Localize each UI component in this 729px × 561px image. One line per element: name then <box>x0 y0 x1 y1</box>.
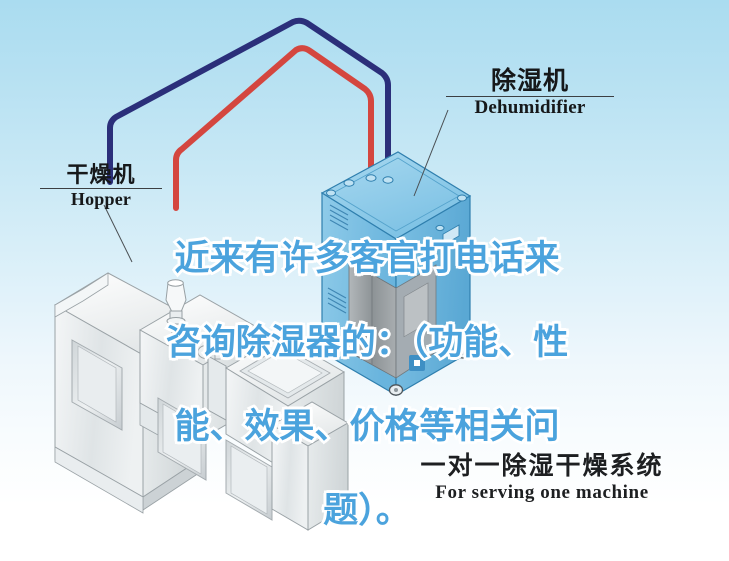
hopper-leader-line <box>103 204 133 263</box>
label-dehumidifier: 除湿机 Dehumidifier <box>446 68 614 119</box>
label-hopper-en: Hopper <box>70 188 132 209</box>
return-air-pipe <box>107 17 391 186</box>
label-dehumidifier-rule <box>446 96 614 97</box>
label-hopper: 干燥机 Hopper <box>40 163 162 209</box>
overlay-promo-text: 近来有许多客官打电话来 咨询除湿器的：（功能、性 能、效果、价格等相关问 题）。 <box>112 196 622 561</box>
dehumidifier-leader-line <box>413 109 449 197</box>
hot-dry-air-pipe <box>173 45 374 211</box>
hopper-dryer-unit <box>54 272 349 531</box>
label-dehumidifier-cn: 除湿机 <box>490 67 569 95</box>
overlay-line-3: 能、效果、价格等相关问 <box>172 405 562 450</box>
caption-en: For serving one machine <box>435 482 649 503</box>
label-dehumidifier-en: Dehumidifier <box>474 97 586 118</box>
overlay-line-1: 近来有许多客官打电话来 <box>172 237 562 282</box>
overlay-line-2: 咨询除湿器的：（功能、性 <box>163 321 571 366</box>
diagram-caption: 一对一除湿干燥系统 For serving one machine <box>382 452 702 504</box>
caster-wheels <box>323 346 470 396</box>
vent-louvers <box>327 204 349 314</box>
dehumidifier-unit <box>320 151 472 397</box>
feed-throat <box>165 279 187 334</box>
overlay-line-4: 题）。 <box>321 489 414 534</box>
caption-cn: 一对一除湿干燥系统 <box>420 452 664 480</box>
label-hopper-cn: 干燥机 <box>66 162 136 187</box>
label-hopper-rule <box>40 187 162 189</box>
